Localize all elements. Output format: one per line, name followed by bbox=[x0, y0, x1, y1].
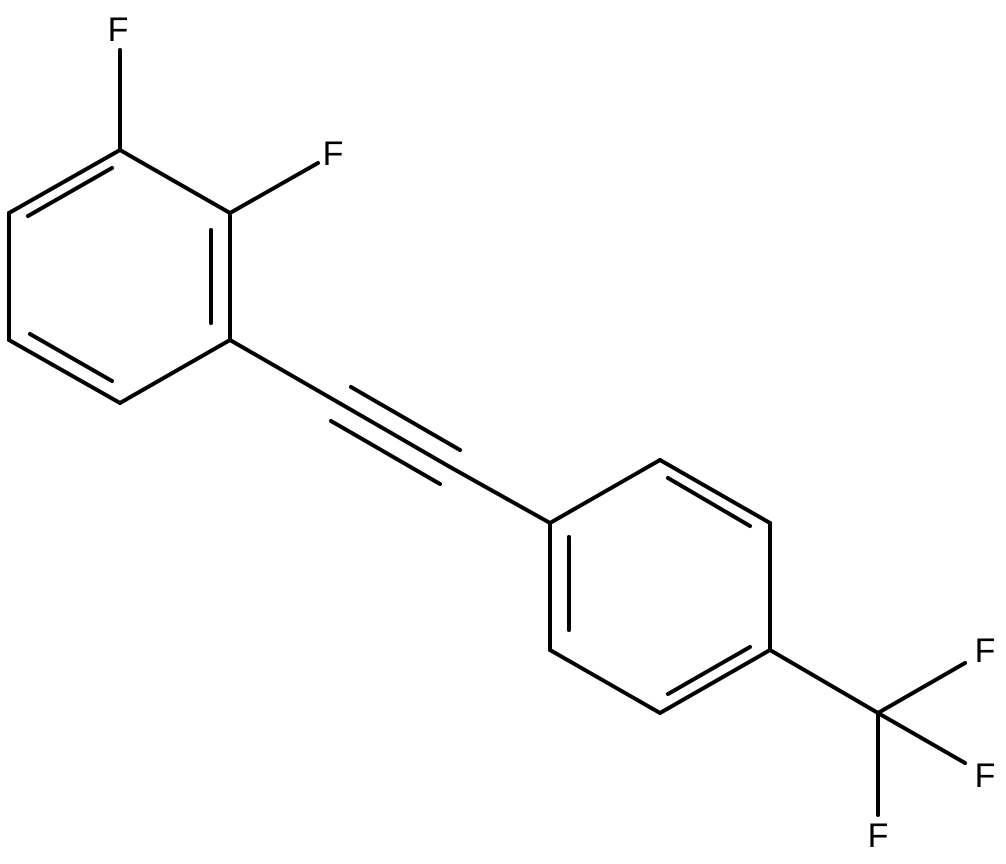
trifluoromethylphenyl-ring bbox=[548, 458, 772, 715]
triple-bond-side-line bbox=[329, 419, 442, 486]
bond bbox=[876, 711, 967, 765]
bond bbox=[876, 661, 967, 715]
bond bbox=[228, 338, 343, 406]
double-bond-inner-line bbox=[666, 645, 752, 696]
double-bond-inner-line bbox=[28, 332, 114, 383]
fluorine-label-top: F bbox=[108, 11, 129, 49]
bond bbox=[658, 648, 772, 715]
bond bbox=[118, 148, 232, 215]
bond bbox=[118, 338, 232, 405]
double-bond-inner-line bbox=[666, 476, 752, 528]
bond bbox=[658, 458, 772, 525]
trifluoromethyl-group bbox=[768, 648, 967, 817]
bond bbox=[7, 338, 122, 405]
bond-c-f-ortho bbox=[228, 161, 320, 215]
bond bbox=[448, 465, 552, 525]
bond bbox=[548, 648, 662, 715]
fluorine-label-cf3-bottom: F bbox=[868, 817, 889, 855]
alkyne-triple-bond bbox=[228, 338, 552, 525]
difluorophenyl-ring bbox=[7, 148, 232, 405]
triple-bond-side-line bbox=[349, 385, 462, 452]
fluorine-label-cf3-upper: F bbox=[975, 632, 996, 670]
bond bbox=[7, 148, 122, 215]
fluorine-label-cf3-right: F bbox=[975, 757, 996, 795]
double-bond-inner-line bbox=[26, 166, 114, 218]
bond bbox=[339, 402, 452, 469]
fluorine-label-ortho: F bbox=[323, 135, 344, 173]
bond bbox=[768, 648, 880, 715]
bond bbox=[548, 458, 662, 525]
